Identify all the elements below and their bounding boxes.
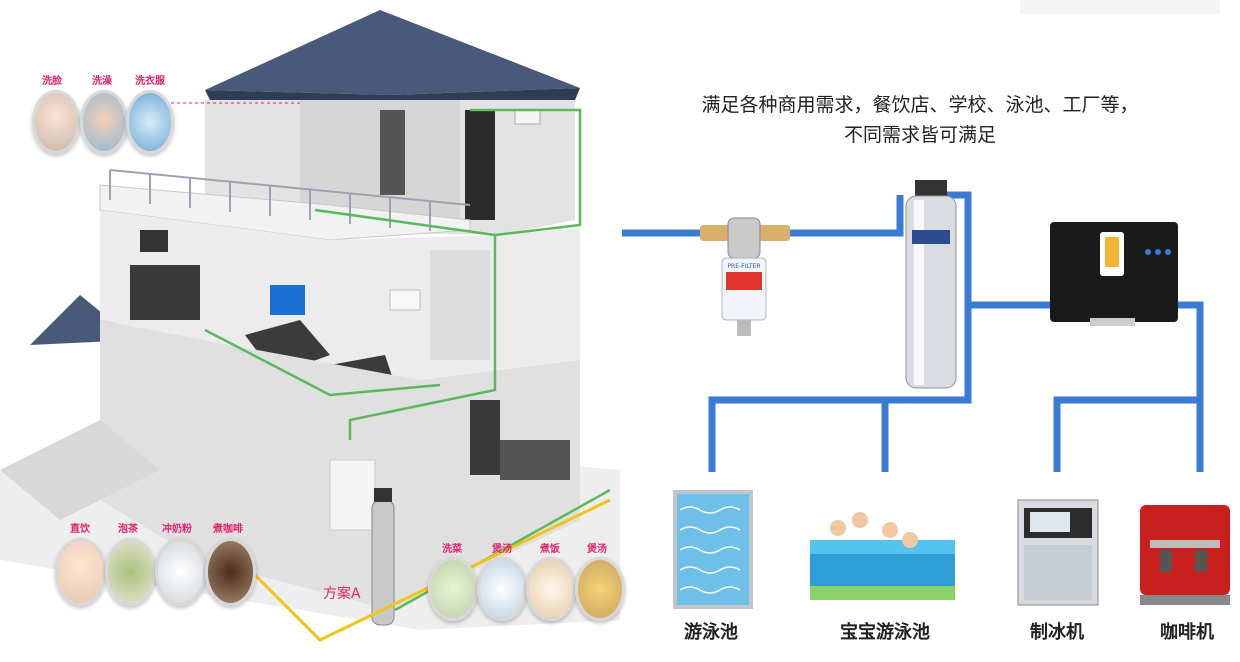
cabinet — [380, 110, 405, 195]
fridge — [470, 400, 500, 475]
app-label-ice-machine: 制冰机 — [1030, 622, 1084, 643]
soup-photo — [477, 557, 527, 621]
milk-photo — [155, 538, 206, 606]
pool-image — [673, 490, 753, 609]
ice-machine-image — [1017, 499, 1099, 606]
app-label-baby-pool: 宝宝游泳池 — [840, 622, 930, 643]
tea-photo — [105, 538, 156, 606]
use-label-soup-2: 煲汤 — [587, 544, 607, 555]
top-decor-bar — [1020, 0, 1220, 14]
use-label-milk: 冲奶粉 — [162, 524, 192, 535]
water-heater — [514, 109, 541, 125]
wall-tv — [140, 230, 168, 252]
main-roof — [205, 10, 580, 95]
headline-line-2: 不同需求皆可满足 — [843, 124, 996, 146]
soup-photo-2 — [575, 557, 625, 621]
bed — [130, 265, 200, 320]
wash-face-photo — [32, 90, 80, 154]
use-label-coffee: 煮咖啡 — [213, 524, 243, 535]
pre-filter: PRE-FILTER — [700, 217, 790, 336]
tv — [270, 285, 305, 315]
stainless-tank — [905, 180, 957, 389]
yellow-pipe — [238, 498, 611, 642]
roof-edge — [205, 88, 580, 100]
use-label-rice: 煮饭 — [540, 544, 560, 555]
use-label-drink: 直饮 — [70, 524, 90, 535]
shower-photo — [80, 90, 128, 154]
headline-line-1: 满足各种商用需求，餐饮店、学校、泳池、工厂等， — [701, 94, 1139, 116]
dining-chairs — [329, 459, 376, 531]
wall-purifier — [1050, 222, 1178, 326]
house-illustration: 洗脸 洗澡 洗衣服 直饮 泡茶 冲奶粉 煮咖啡 洗菜 煲汤 煮饭 煲汤 方案A — [0, 0, 625, 658]
coffee-machine-image — [1140, 505, 1230, 605]
use-label-veg: 洗菜 — [442, 544, 462, 555]
app-label-pool: 游泳池 — [684, 622, 738, 643]
stairs — [0, 420, 160, 520]
bathtub — [389, 289, 421, 311]
blue-pipes — [622, 191, 1204, 472]
shower-panel — [465, 110, 495, 220]
rice-photo — [526, 557, 576, 621]
balcony-rail — [109, 169, 471, 231]
laundry-photo — [126, 90, 174, 154]
baby-pool-image — [810, 512, 955, 600]
use-label-shower: 洗澡 — [92, 76, 112, 87]
headline: 满足各种商用需求，餐饮店、学校、泳池、工厂等， 不同需求皆可满足 — [640, 90, 1200, 150]
veg-photo — [428, 557, 478, 621]
plan-label: 方案A — [323, 586, 361, 602]
use-label-laundry: 洗衣服 — [135, 76, 165, 87]
filter-brand-label: PRE-FILTER — [727, 263, 760, 270]
kitchen-counter — [500, 440, 570, 480]
use-label-tea: 泡茶 — [118, 524, 138, 535]
coffee-photo — [205, 538, 256, 606]
app-label-coffee-machine: 咖啡机 — [1160, 622, 1214, 643]
drink-photo — [55, 538, 106, 606]
use-label-wash-face: 洗脸 — [42, 76, 62, 87]
use-label-soup: 煲汤 — [492, 544, 512, 555]
